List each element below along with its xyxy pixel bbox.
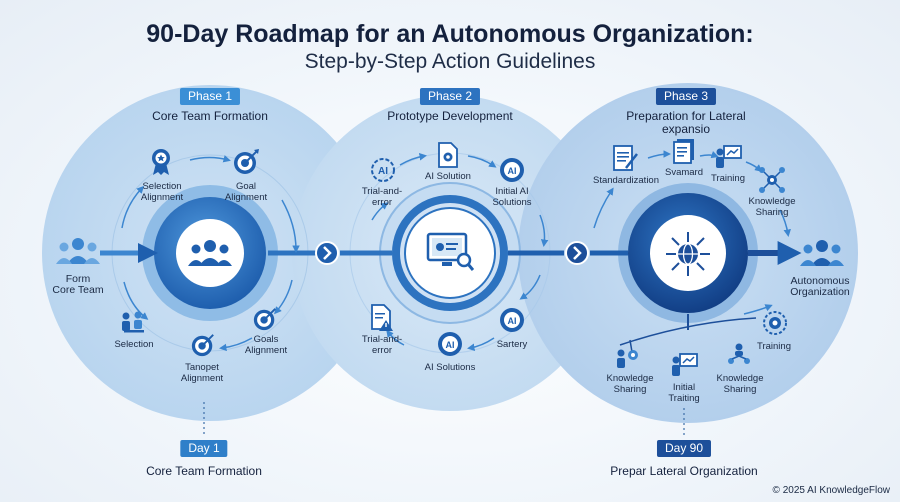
team-icon <box>800 240 844 266</box>
award-ribbon-icon <box>152 149 170 175</box>
svg-text:AI: AI <box>508 166 517 176</box>
clipboard-icon <box>613 145 638 171</box>
team-icon <box>188 240 232 266</box>
svg-text:AI: AI <box>508 316 517 326</box>
people-gear-icon <box>617 349 638 368</box>
label-trial-and-error-top: Trial-and- error <box>361 186 403 208</box>
day90-caption: Prepar Lateral Organization <box>610 464 758 478</box>
label-initial-training: Initial Traiting <box>668 382 700 404</box>
svg-text:AI: AI <box>378 166 388 177</box>
page-subtitle: Step-by-Step Action Guidelines <box>304 50 596 73</box>
label-trial-and-error-bottom: Trial-and- error <box>361 334 403 356</box>
network-gear-icon <box>759 167 785 193</box>
label-tanopet-alignment: Tanopet Alignment <box>180 362 224 384</box>
target-icon <box>234 149 259 174</box>
day1-badge: Day 1 <box>180 440 228 457</box>
stacked-document-icon <box>673 139 694 164</box>
label-selection-alignment: Selection Alignment <box>140 181 184 203</box>
chevron-right-icon <box>565 241 589 265</box>
end-label: Autonomous Organization <box>790 275 850 298</box>
label-goals-alignment: Goals Alignment <box>244 334 288 356</box>
ai-chip-icon: AI <box>500 308 524 332</box>
ai-chip-icon: AI <box>500 158 524 182</box>
label-knowledge-sharing-top: Knowledge Sharing <box>748 196 796 218</box>
label-knowledge-sharing-right: Knowledge Sharing <box>716 373 764 395</box>
label-ai-solution: AI Solution <box>425 171 471 182</box>
label-initial-ai-solutions: Initial AI Solutions <box>492 186 532 208</box>
svg-text:AI: AI <box>446 340 455 350</box>
phase1-title: Core Team Formation <box>152 109 268 123</box>
ai-chip-icon: AI <box>371 158 395 182</box>
presenter-icon <box>672 353 698 376</box>
phase3-badge: Phase 3 <box>655 88 717 105</box>
label-training-bottom: Training <box>757 341 791 352</box>
label-standardization: Standardization <box>592 175 660 186</box>
phase3-title: Preparation for Lateral expansio <box>626 109 746 136</box>
ai-chip-icon: AI <box>438 332 462 356</box>
selection-people-icon <box>122 311 144 333</box>
page-title: 90-Day Roadmap for an Autonomous Organiz… <box>146 20 754 48</box>
people-network-icon <box>728 343 750 364</box>
globe-network-icon <box>666 232 710 276</box>
label-ai-solutions: AI Solutions <box>424 362 476 373</box>
day90-badge: Day 90 <box>656 440 712 457</box>
gear-icon <box>763 311 787 335</box>
label-selection: Selection <box>114 339 154 350</box>
phase2-title: Prototype Development <box>387 109 513 123</box>
start-label: Form Core Team <box>52 273 104 296</box>
label-training-top: Training <box>711 173 745 184</box>
target-icon <box>253 308 276 331</box>
monitor-search-icon <box>426 232 474 271</box>
document-gear-icon <box>438 142 458 168</box>
document-warning-icon <box>371 304 393 331</box>
presenter-icon <box>716 145 742 168</box>
chevron-right-icon <box>315 241 339 265</box>
day1-caption: Core Team Formation <box>146 464 262 478</box>
label-sartery: Sartery <box>496 339 528 350</box>
label-goal-alignment: Goal Alignment <box>224 181 268 203</box>
phase2-badge: Phase 2 <box>419 88 481 105</box>
phase1-badge: Phase 1 <box>179 88 241 105</box>
team-icon <box>56 238 100 264</box>
label-knowledge-sharing-left: Knowledge Sharing <box>606 373 654 395</box>
label-svamard: Svamard <box>664 167 704 178</box>
copyright-footer: © 2025 AI KnowledgeFlow <box>772 485 890 496</box>
target-icon <box>191 334 214 357</box>
